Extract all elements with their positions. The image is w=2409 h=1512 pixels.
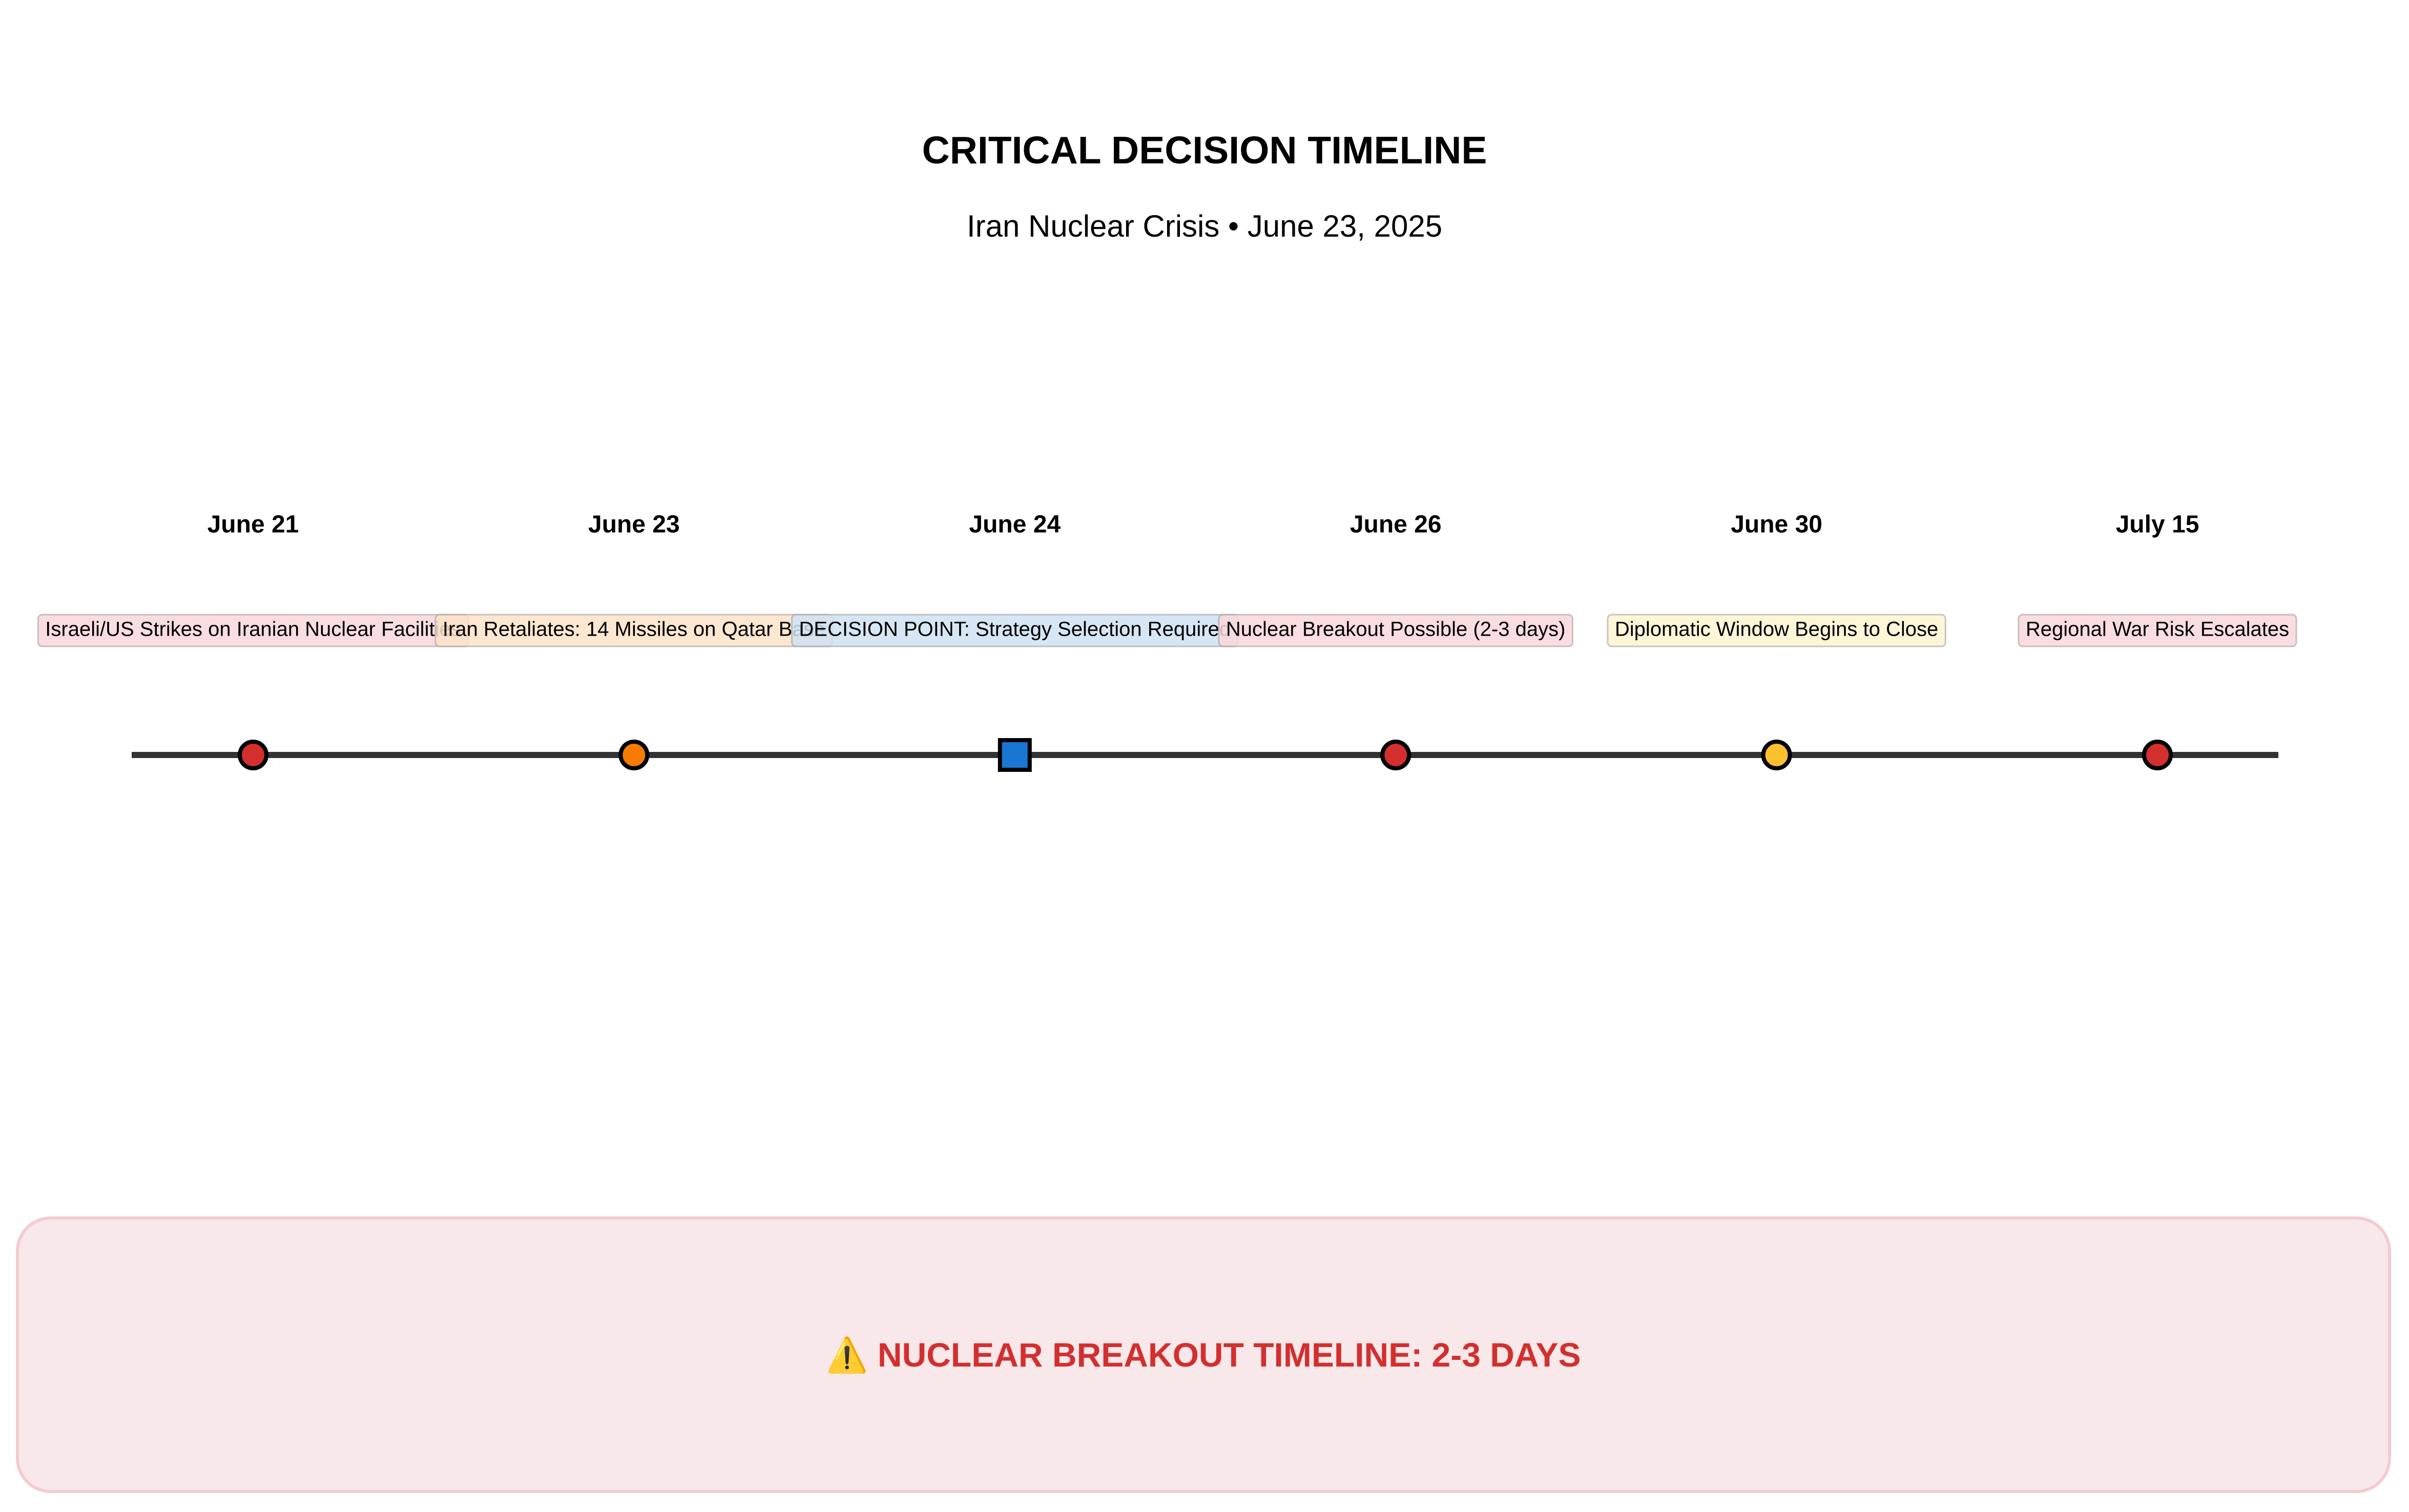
event-label-text: Nuclear Breakout Possible (2-3 days): [1226, 618, 1566, 641]
event-label-box: [1218, 614, 1573, 647]
event-label: Diplomatic Window Begins to Close: [1607, 614, 1946, 647]
event-label-text: Iran Retaliates: 14 Missiles on Qatar Ba…: [443, 618, 825, 641]
event-date-label: June 21: [207, 511, 299, 538]
event-marker: [618, 740, 650, 770]
event-label-text: Regional War Risk Escalates: [2026, 618, 2289, 641]
event-label: Regional War Risk Escalates: [2018, 614, 2297, 647]
breakout-alert-text: ⚠️ NUCLEAR BREAKOUT TIMELINE: 2-3 DAYS: [826, 1332, 1581, 1378]
event-label-text: Diplomatic Window Begins to Close: [1615, 618, 1938, 641]
event-label-text: Israeli/US Strikes on Iranian Nuclear Fa…: [45, 618, 461, 641]
event-label-text: DECISION POINT: Strategy Selection Requi…: [799, 618, 1231, 641]
event-label-box: [1607, 614, 1946, 647]
event-date-label: June 24: [969, 511, 1061, 538]
page-title: CRITICAL DECISION TIMELINE: [922, 129, 1487, 172]
event-marker: [1761, 740, 1792, 770]
event-label: Iran Retaliates: 14 Missiles on Qatar Ba…: [434, 614, 834, 647]
event-label-box: [2018, 614, 2297, 647]
event-date-label: July 15: [2116, 511, 2199, 538]
breakout-alert-label: NUCLEAR BREAKOUT TIMELINE: 2-3 DAYS: [877, 1336, 1581, 1374]
event-date-label: June 26: [1350, 511, 1442, 538]
warning-icon: ⚠️: [826, 1336, 868, 1374]
event-label: DECISION POINT: Strategy Selection Requi…: [791, 614, 1239, 647]
event-label: Israeli/US Strikes on Iranian Nuclear Fa…: [37, 614, 469, 647]
event-marker: [1380, 740, 1411, 770]
event-marker: [238, 740, 268, 770]
event-date-label: June 30: [1731, 511, 1822, 538]
page-subtitle: Iran Nuclear Crisis • June 23, 2025: [966, 209, 1443, 243]
breakout-alert-banner: ⚠️ NUCLEAR BREAKOUT TIMELINE: 2-3 DAYS: [16, 1216, 2391, 1493]
event-label: Nuclear Breakout Possible (2-3 days): [1218, 614, 1573, 647]
event-date-label: June 23: [588, 511, 680, 538]
event-marker: [2142, 740, 2173, 770]
decision-point-marker: [998, 738, 1032, 772]
